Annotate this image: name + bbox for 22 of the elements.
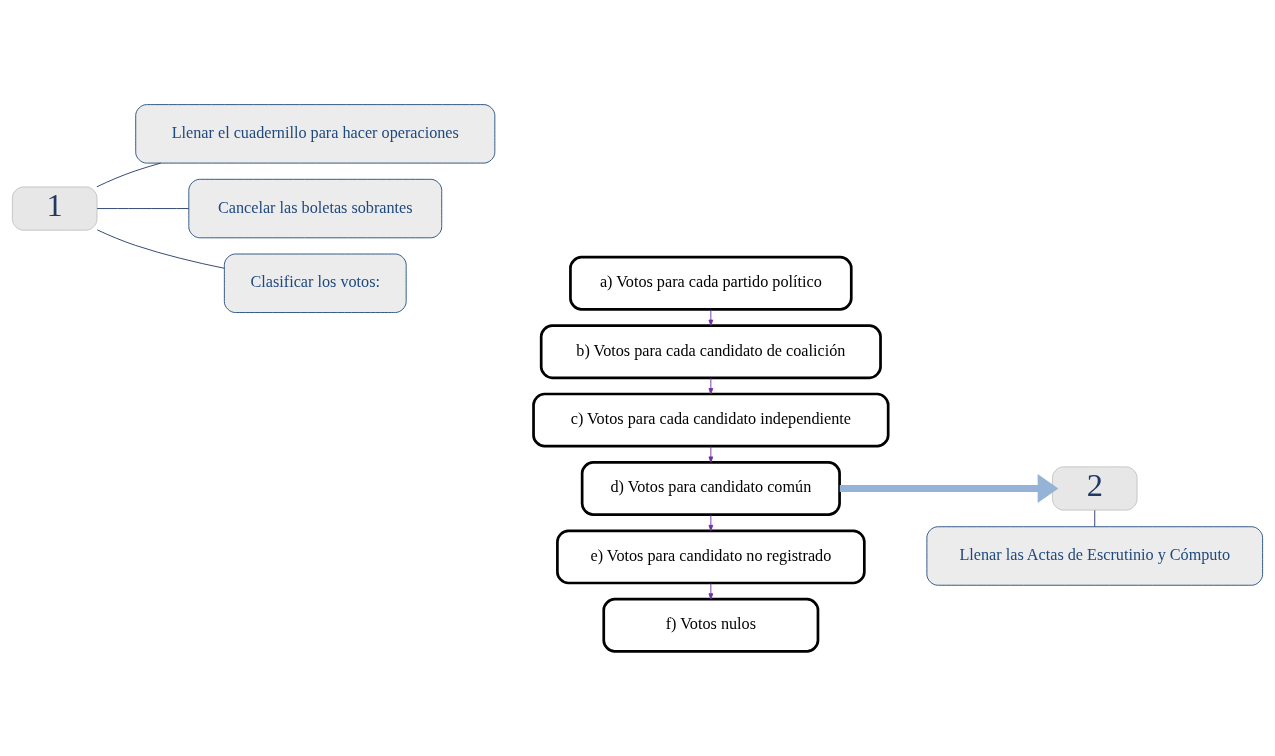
node-box: Cancelar las boletas sobrantes [188,178,443,239]
connector [1094,509,1096,528]
connector [96,229,225,269]
connector [96,208,190,209]
connector [96,162,162,188]
node-box: c) Votos para cada candidato independiente [532,392,890,448]
node-box: Clasificar los votos: [223,253,407,313]
node-box: 1 [11,186,98,231]
arrow [708,514,714,532]
node-box: a) Votos para cada partido político [569,255,853,311]
node-box: f) Votos nulos [602,597,820,653]
node-box: d) Votos para candidato común [580,461,841,516]
arrow [708,377,714,395]
node-box: Llenar el cuadernillo para hacer operaciones [135,104,496,164]
arrow [839,474,1059,503]
node-box: 2 [1052,466,1138,511]
node-box: b) Votos para cada candidato de coalición [539,324,882,380]
arrow [708,446,714,463]
node-box: Llenar las Actas de Escrutinio y Cómputo [926,526,1264,586]
arrow [708,582,714,600]
arrow [708,309,714,326]
node-box: e) Votos para candidato no registrado [556,529,866,585]
